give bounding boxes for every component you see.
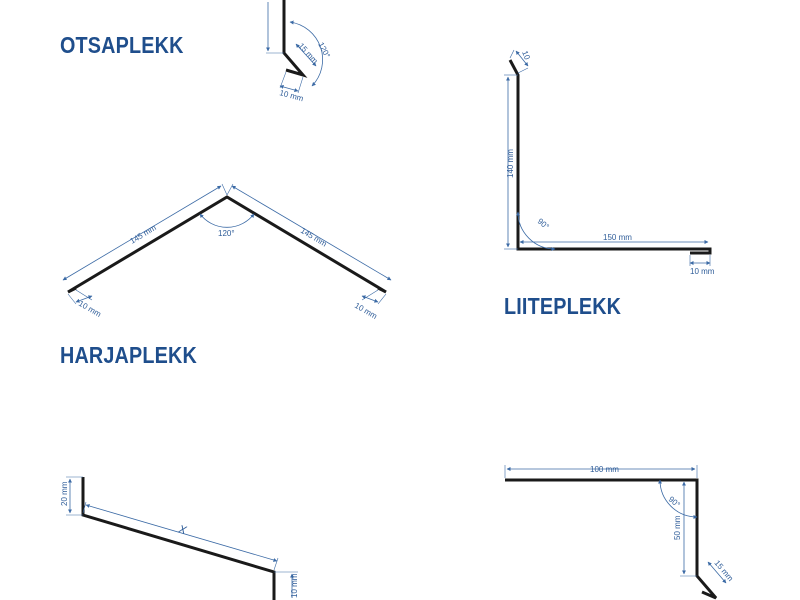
harjaplekk-lhem-ext-a (67, 293, 77, 305)
harjaplekk-profile: 145 mm 145 mm 120° 10 mm 10 mm (62, 183, 392, 321)
harjaplekk-angle-arc (199, 213, 255, 228)
drip-flange-dim (707, 561, 727, 584)
liiteplekk-hem-ext-b (517, 67, 529, 74)
drip-angle-label: 90° (667, 495, 682, 510)
otsaplekk-outline (282, 0, 308, 78)
drip-width-label: 100 mm (590, 465, 619, 474)
liiteplekk-endhem-label: 10 mm (690, 267, 715, 276)
harjaplekk-angle-label: 120° (218, 229, 235, 238)
harjaplekk-right-dim (231, 185, 392, 281)
harjaplekk-rhem-ext-b (361, 289, 379, 301)
harjaplekk-lhem-dim (75, 295, 93, 303)
liiteplekk-angle-arc (516, 211, 556, 251)
harjaplekk-left-dim (62, 185, 222, 281)
harjaplekk-right-label: 145 mm (299, 226, 329, 249)
liiteplekk-width-label: 150 mm (603, 233, 632, 242)
title-otsaplekk: OTSAPLEKK (60, 32, 184, 58)
slope-end-label: 10 mm (290, 573, 299, 598)
slope-x-ext-a (82, 501, 87, 514)
harjaplekk-lhem-label: 10 mm (77, 299, 103, 319)
harjaplekk-rhem-dim (361, 295, 379, 303)
otsaplekk-hem-ext-a (279, 71, 287, 89)
drip-height-label: 50 mm (673, 515, 682, 540)
harjaplekk-ext-top-a (221, 183, 228, 196)
liiteplekk-outline (508, 59, 712, 255)
harjaplekk-ext-top-b (226, 183, 234, 196)
harjaplekk-rhem-label: 10 mm (353, 301, 379, 321)
liiteplekk-angle-label: 90° (536, 217, 551, 232)
liiteplekk-profile: 10 140 mm 90° 150 mm 10 mm (504, 49, 715, 276)
slope-x-label: X (176, 523, 188, 537)
slope-x-ext-b (273, 557, 279, 571)
slope-x-dim (85, 504, 278, 562)
liiteplekk-height-label: 140 mm (506, 149, 515, 178)
liiteplekk-tophem-label: 10 (520, 49, 532, 61)
harjaplekk-lhem-ext-b (75, 289, 93, 301)
liiteplekk-hem-ext-a (509, 49, 515, 59)
otsaplekk-flange-dim (295, 43, 317, 67)
title-liiteplekk: LIITEPLEKK (504, 293, 622, 319)
slope-top-label: 20 mm (60, 481, 69, 506)
slope-profile: 20 mm X 10 mm (60, 476, 299, 600)
harjaplekk-outline (67, 195, 387, 294)
otsaplekk-hem-ext-b (297, 76, 304, 94)
otsaplekk-profile: 120° 15 mm 10 mm (266, 0, 332, 103)
otsaplekk-hem-label: 10 mm (278, 88, 304, 103)
slope-profile-outline (81, 477, 276, 600)
otsaplekk-angle-arc (289, 20, 324, 87)
otsaplekk-angle-label: 120° (316, 41, 332, 60)
otsaplekk-hem-dim (279, 85, 299, 92)
drip-angle-arc (658, 479, 698, 519)
drip-profile: 100 mm 90° 50 mm 15 mm (504, 465, 735, 600)
liiteplekk-tophem-dim (515, 50, 529, 67)
harjaplekk-rhem-ext-a (377, 293, 387, 305)
title-harjaplekk: HARJAPLEKK (60, 342, 197, 368)
